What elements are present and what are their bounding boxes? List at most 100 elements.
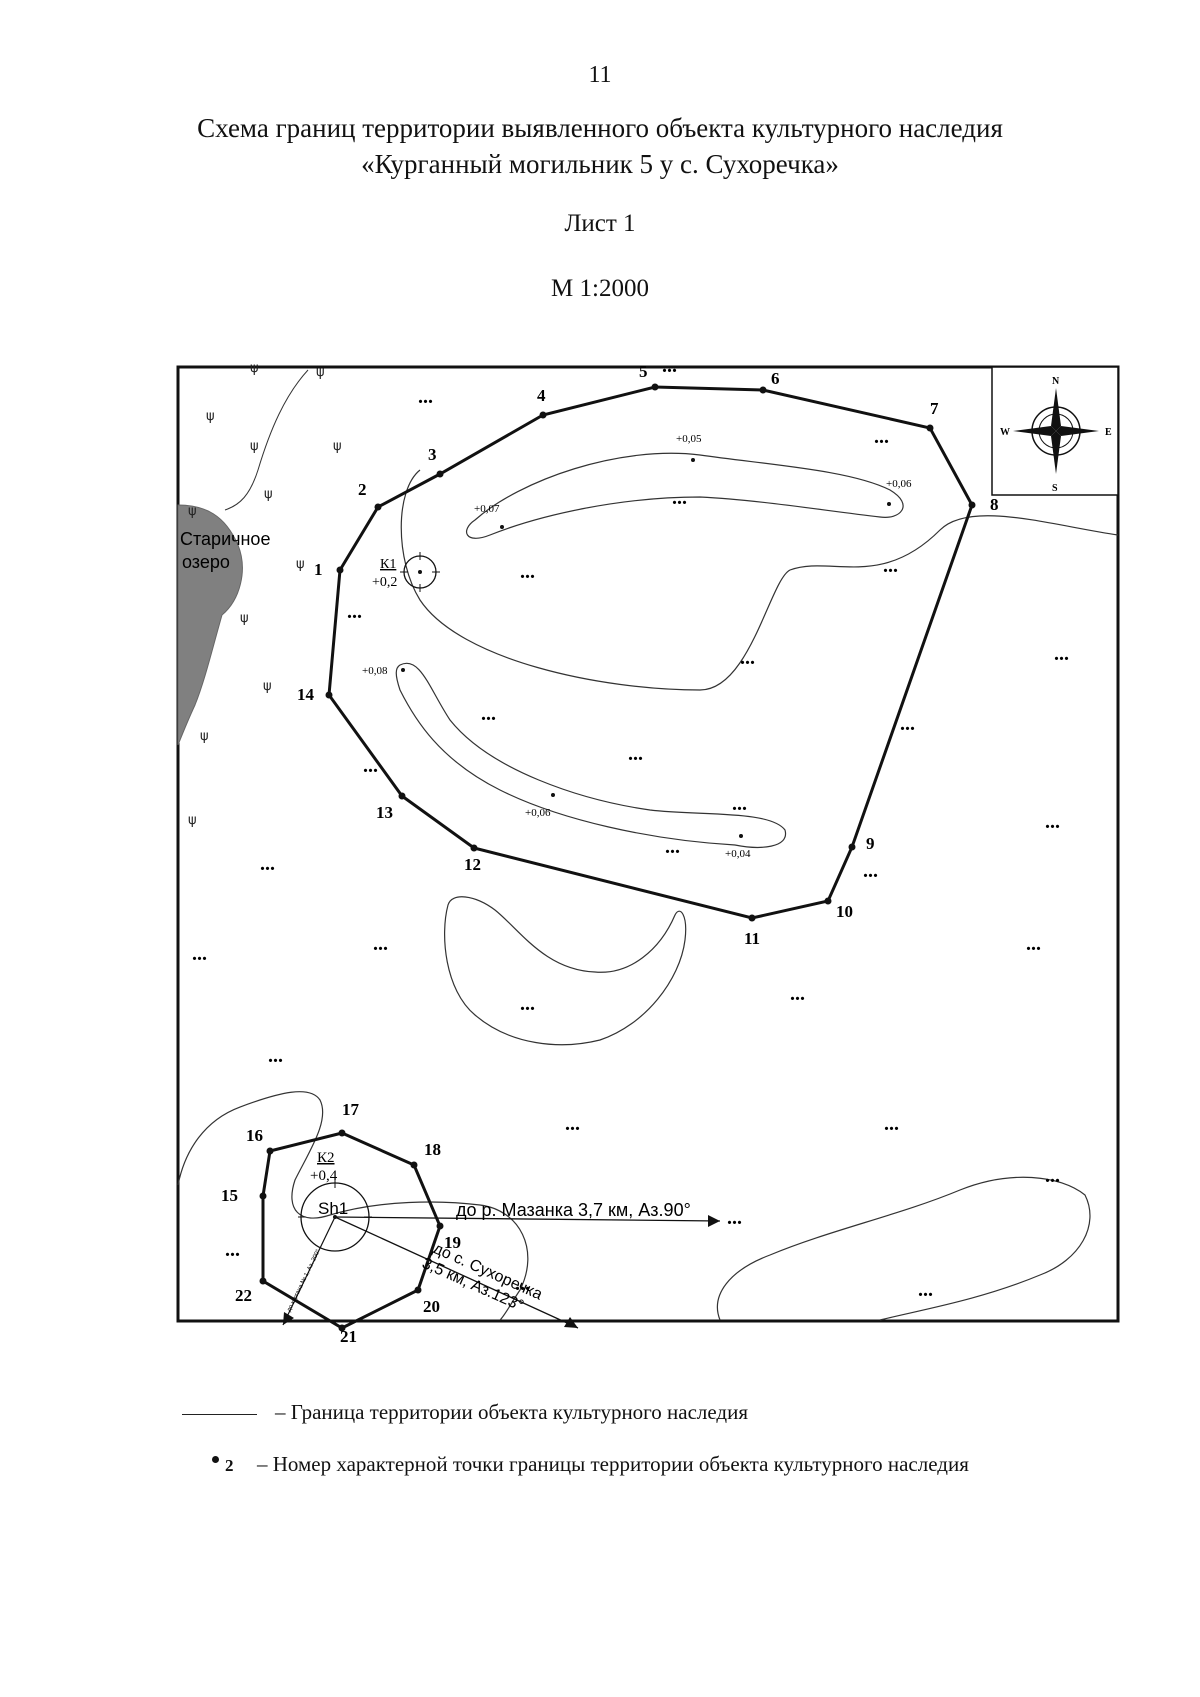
boundary-point-label-10: 10: [836, 902, 853, 921]
grass-symbol: ψ: [188, 504, 197, 519]
k2-boundary-point-20: [414, 1286, 422, 1294]
southwest-contour: [177, 1091, 529, 1321]
k2-boundary-point-label-19: 19: [444, 1233, 461, 1252]
k2-label: К2: [317, 1150, 335, 1166]
vegetation-dot: ...: [1045, 811, 1060, 833]
vegetation-dot: ...: [918, 1279, 933, 1301]
boundary-point-label-8: 8: [990, 495, 999, 514]
k2-boundary-point-22: [259, 1277, 267, 1285]
legend-boundary: – Граница территории объекта культурного…: [182, 1400, 748, 1425]
legend-boundary-text: – Граница территории объекта культурного…: [275, 1400, 749, 1424]
arrow-small-label: до кургана № 1, Аз. 200°: [286, 1248, 323, 1313]
vegetation-dot: ...: [1045, 1165, 1060, 1187]
k2-boundary-point-19: [436, 1222, 444, 1230]
vegetation-dot: ...: [565, 1113, 580, 1135]
k1-height: +0,2: [372, 575, 397, 590]
vegetation-dot: ...: [732, 793, 747, 815]
legend-point-text: – Номер характерной точки границы террит…: [257, 1452, 969, 1476]
boundary-point-4: [539, 411, 547, 419]
compass-w: W: [1000, 427, 1010, 438]
boundary-point-14: [325, 691, 333, 699]
vegetation-dot: ...: [520, 561, 535, 583]
rampart-contour-lower: [395, 662, 787, 848]
vegetation-dot: ...: [790, 983, 805, 1005]
boundary-point-label-11: 11: [744, 929, 760, 948]
k2-boundary-point-18: [410, 1161, 418, 1169]
legend-point: 2 – Номер характерной точки границы терри…: [182, 1452, 969, 1477]
sh1-label: Sh1: [318, 1199, 348, 1218]
vegetation-dot: ...: [662, 355, 677, 377]
boundary-point-13: [398, 792, 406, 800]
k2-boundary-point-label-21: 21: [340, 1327, 357, 1346]
elevation-5: +0,06: [525, 807, 551, 819]
boundary-point-6: [759, 386, 767, 394]
grass-symbol: ψ: [250, 439, 259, 454]
shore-line: [224, 369, 309, 511]
boundary-point-8: [968, 501, 976, 509]
boundary-point-11: [748, 914, 756, 922]
vegetation-dot: ...: [883, 555, 898, 577]
vegetation-dot: ...: [347, 601, 362, 623]
boundary-point-label-6: 6: [771, 369, 780, 388]
vegetation-dot: ...: [740, 647, 755, 669]
grass-symbol: ψ: [333, 439, 342, 454]
boundary-point-label-4: 4: [537, 386, 546, 405]
elevation-marks: +0,05 +0,06 +0,07 +0,08 +0,06 +0,04: [362, 433, 912, 860]
boundary-point-label-12: 12: [464, 855, 481, 874]
boundary-point-7: [926, 424, 934, 432]
grass-symbol: ψ: [250, 361, 259, 376]
vegetation-dot: ...: [1026, 933, 1041, 955]
compass-s: S: [1052, 483, 1058, 494]
k2-boundary-point-label-22: 22: [235, 1286, 252, 1305]
grass-symbol: ψ: [200, 729, 209, 744]
arrow-mazanka-label: до р. Мазанка 3,7 км, Аз.90°: [456, 1200, 691, 1220]
mound-k1: К1 +0,2: [372, 552, 440, 592]
grass-symbol: ψ: [188, 813, 197, 828]
vegetation-dot: ...: [225, 1239, 240, 1261]
sheet-number: Лист 1: [564, 210, 636, 237]
grass-symbol: ψ: [240, 611, 249, 626]
vegetation-dot: ...: [874, 426, 889, 448]
k1-label: К1: [380, 557, 396, 572]
k2-boundary-point-label-16: 16: [246, 1126, 263, 1145]
vegetation-dot: ...: [884, 1113, 899, 1135]
k2-boundary-point-label-15: 15: [221, 1186, 238, 1205]
elevation-1: +0,05: [676, 433, 702, 445]
vegetation-dot: ...: [672, 487, 687, 509]
depression-contour: [444, 896, 687, 1046]
grass-symbol: ψ: [316, 365, 325, 380]
k2-boundary-point-16: [266, 1147, 274, 1155]
k2-boundary-point-label-18: 18: [424, 1140, 441, 1159]
document-title: Схема границ территории выявленного объе…: [0, 110, 1200, 182]
vegetation-dot: ...: [268, 1045, 283, 1067]
k2-boundary-point-15: [259, 1192, 267, 1200]
boundary-point-label-3: 3: [428, 445, 437, 464]
grass-symbol: ψ: [264, 487, 273, 502]
elevation-3: +0,07: [474, 503, 500, 515]
boundary-point-12: [470, 844, 478, 852]
boundary-point-label-1: 1: [314, 560, 323, 579]
vegetation-dot: ...: [900, 713, 915, 735]
terrain-contour: [400, 469, 1119, 691]
vegetation-dot: ...: [628, 743, 643, 765]
vegetation-dot: ...: [418, 386, 433, 408]
lake-label-1: Старичное: [180, 529, 270, 549]
vegetation-dot: ...: [665, 836, 680, 858]
lake-label-2: озеро: [182, 552, 230, 572]
k2-boundary-point-label-20: 20: [423, 1297, 440, 1316]
vegetation-dot: ...: [481, 703, 496, 725]
boundary-point-9: [848, 843, 856, 851]
grass-symbol: ψ: [263, 679, 272, 694]
boundary-point-label-5: 5: [639, 362, 648, 381]
vegetation-dot: ...: [260, 853, 275, 875]
compass-n: N: [1052, 376, 1060, 387]
compass-e: E: [1105, 427, 1112, 438]
oxbow-lake: [177, 504, 243, 746]
boundary-point-3: [436, 470, 444, 478]
legend-line-symbol: [182, 1413, 257, 1415]
k2-boundary-point-17: [338, 1129, 346, 1137]
legend-point-number: 2: [225, 1456, 234, 1475]
